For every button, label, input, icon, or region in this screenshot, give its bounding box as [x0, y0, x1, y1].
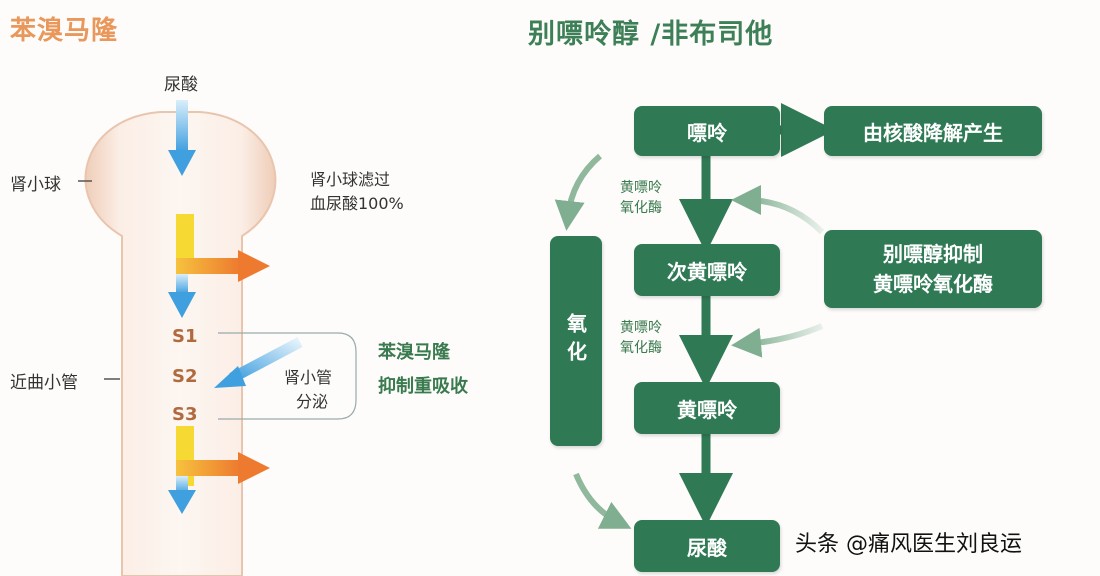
box-inhibit: 别嘌醇抑制 黄嘌呤氧化酶	[824, 230, 1042, 308]
right-title: 别嘌呤醇 /非布司他	[528, 19, 774, 50]
glomerulus-filter-line1: 肾小球滤过	[310, 170, 391, 189]
inhibit-line1: 别嘌醇抑制	[883, 242, 983, 266]
enzyme2-line2: 氧化酶	[620, 340, 662, 356]
watermark: 头条 @痛风医生刘良运	[795, 532, 1022, 557]
arrow-inhibit-enzyme-1	[731, 185, 825, 235]
arrow-purine-to-oxidation	[554, 153, 602, 231]
arrow-oxidation-to-uric	[573, 472, 632, 529]
segment-s2: S2	[172, 366, 198, 387]
drug-note-line2: 抑制重吸收	[378, 376, 468, 397]
blue-arrow-top	[168, 100, 196, 176]
box-xanthine: 黄嘌呤	[634, 382, 780, 434]
glomerulus-filter-line2: 血尿酸100%	[310, 194, 404, 213]
reabsorption-arrow-upper	[176, 214, 270, 282]
inhibit-line2: 黄嘌呤氧化酶	[873, 272, 993, 296]
tubular-secretion-line1: 肾小管	[284, 368, 333, 387]
blue-arrow-bottom	[168, 476, 196, 514]
box-nucleic-acid: 由核酸降解产生	[824, 106, 1042, 156]
blue-arrow-middle	[168, 274, 196, 318]
box-uric-acid: 尿酸	[634, 520, 780, 572]
box-purine: 嘌呤	[634, 106, 780, 156]
uric-acid-top-label: 尿酸	[164, 75, 198, 95]
enzyme2-line1: 黄嘌呤	[620, 320, 662, 336]
proximal-tubule-label: 近曲小管	[10, 373, 78, 393]
box-oxidation: 氧化	[550, 236, 602, 446]
segment-s1: S1	[172, 326, 198, 347]
left-title: 苯溴马隆	[10, 16, 119, 46]
oxidation-text: 氧化	[563, 313, 588, 369]
box-hypoxanthine: 次黄嘌呤	[634, 244, 780, 296]
enzyme1-line2: 氧化酶	[620, 200, 662, 216]
reabsorption-arrow-lower	[176, 426, 270, 486]
drug-note-line1: 苯溴马隆	[378, 342, 450, 363]
tubular-secretion-line2: 分泌	[296, 392, 329, 411]
glomerulus-label: 肾小球	[10, 175, 61, 195]
segment-s3: S3	[172, 404, 198, 425]
drug-bracket	[337, 332, 357, 420]
arrow-inhibit-enzyme-2	[731, 323, 824, 358]
secretion-arrow	[214, 337, 303, 388]
enzyme1-line1: 黄嘌呤	[620, 180, 662, 196]
